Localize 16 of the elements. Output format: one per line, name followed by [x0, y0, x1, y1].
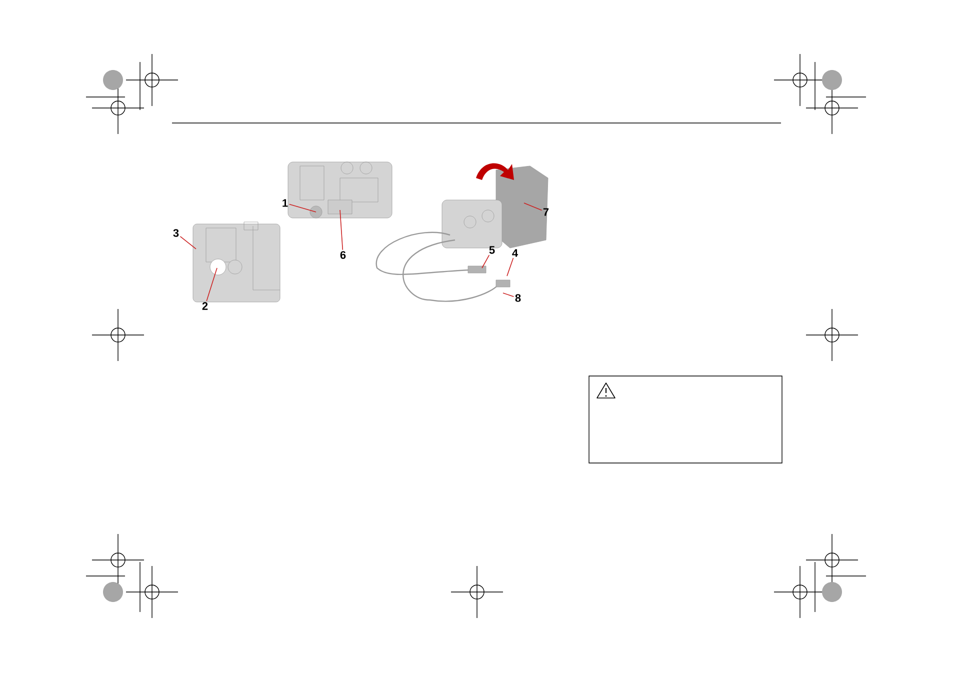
- leader-line: [180, 236, 196, 250]
- callout-number: 6: [340, 251, 346, 259]
- leader-line: [206, 268, 218, 302]
- callout-number: 8: [515, 294, 521, 302]
- leader-line: [288, 204, 316, 212]
- callout-number: 7: [543, 208, 549, 216]
- leader-line: [482, 254, 490, 268]
- callout-number: 5: [489, 246, 495, 254]
- callout-number: 4: [512, 249, 518, 257]
- leader-line: [524, 202, 542, 211]
- callout-number: 1: [282, 199, 288, 207]
- leader-line: [502, 292, 514, 297]
- callout-number: 2: [202, 302, 208, 310]
- leader-line: [340, 210, 344, 250]
- leader-line: [506, 258, 514, 276]
- callout-number: 3: [173, 229, 179, 237]
